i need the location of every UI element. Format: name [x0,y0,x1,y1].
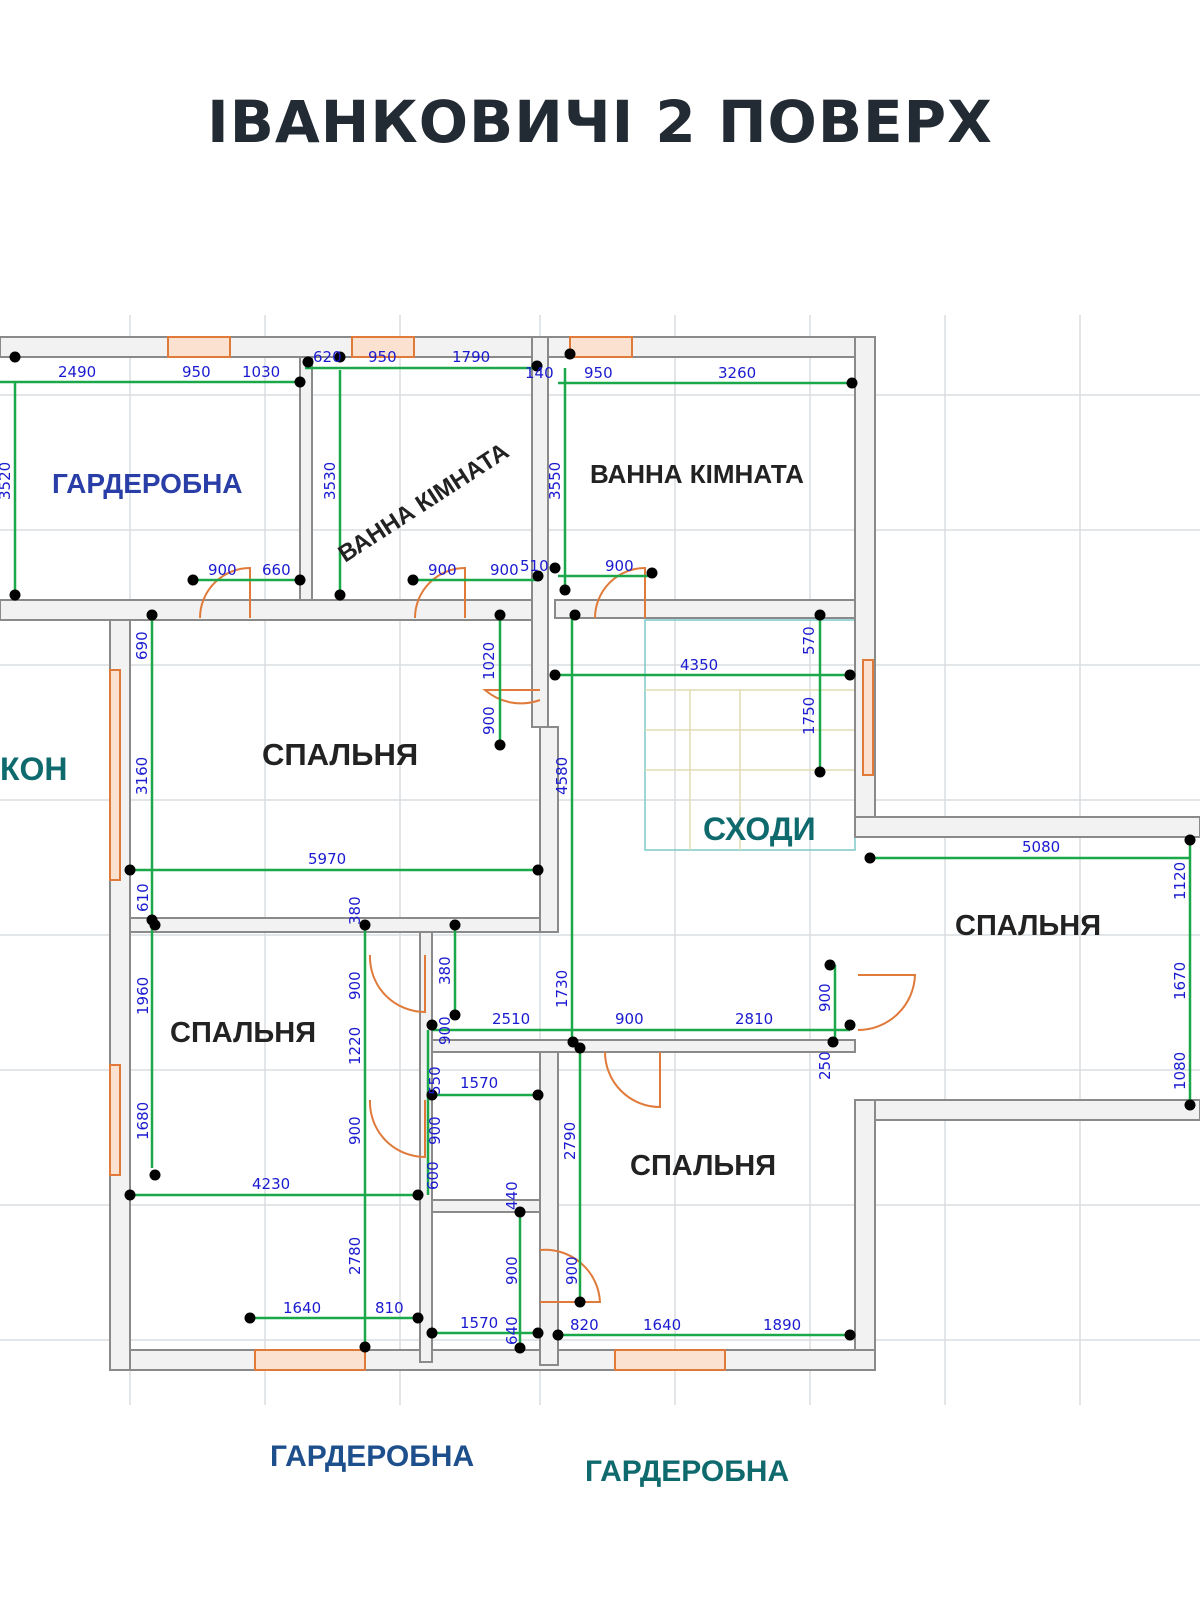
dimension-labels: 2490 950 1030 620 950 1790 140 950 3260 … [0,348,1189,1345]
dim-label: 900 [605,557,634,575]
dim-label: 1640 [643,1316,681,1334]
dim-label: 950 [182,363,211,381]
dim-label: 1220 [346,1027,364,1065]
dim-label: 900 [208,561,237,579]
dim-label: 900 [563,1256,581,1285]
dim-label: 4230 [252,1175,290,1193]
dim-label: 5080 [1022,838,1060,856]
dim-label: 1960 [134,977,152,1015]
dim-label: 2510 [492,1010,530,1028]
dim-label: 2810 [735,1010,773,1028]
page-title: ІВАНКОВИЧІ 2 ПОВЕРХ [207,88,993,156]
dim-label: 1750 [800,697,818,735]
dim-label: 3550 [546,462,564,500]
room-label-bedroom: СПАЛЬНЯ [955,910,1101,942]
background-grid [0,315,1200,1405]
dim-label: 4580 [553,757,571,795]
dimension-points [9,348,1196,1354]
dim-label: 140 [525,364,554,382]
room-label-bedroom: СПАЛЬНЯ [630,1150,776,1182]
dim-label: 900 [816,983,834,1012]
dim-label: 250 [816,1051,834,1080]
dim-label: 1570 [460,1314,498,1332]
dim-label: 820 [570,1316,599,1334]
dim-label: 1890 [763,1316,801,1334]
dim-label: 900 [490,561,519,579]
dim-label: 900 [346,1116,364,1145]
dim-label: 950 [584,364,613,382]
dim-label: 380 [436,956,454,985]
dim-label: 3530 [321,462,339,500]
dim-label: 900 [503,1256,521,1285]
dim-label: 3520 [0,462,14,500]
dim-label: 1680 [134,1102,152,1140]
dim-label: 4350 [680,656,718,674]
dim-label: 810 [375,1299,404,1317]
dim-label: 610 [134,883,152,912]
dim-label: 690 [133,631,151,660]
dim-label: 900 [436,1016,454,1045]
room-label-bathroom: ВАННА КІМНАТА [590,459,804,489]
dim-label: 1030 [242,363,280,381]
dim-label: 570 [800,626,818,655]
dim-label: 2490 [58,363,96,381]
room-labels: ГАРДЕРОБНА ВАННА КІМНАТА ВАННА КІМНАТА К… [0,438,1101,1182]
dim-label: 510 [520,557,549,575]
dim-label: 440 [503,1181,521,1210]
dimension-lines [0,366,1192,1347]
dim-label: 900 [426,1116,444,1145]
room-label-wardrobe: ГАРДЕРОБНА [585,1455,790,1488]
room-label-balcony: КОН [0,751,68,787]
dim-label: 900 [428,561,457,579]
dim-label: 1120 [1171,862,1189,900]
dim-label: 5970 [308,850,346,868]
dim-label: 1570 [460,1074,498,1092]
room-label-bathroom: ВАННА КІМНАТА [334,438,514,568]
room-label-wardrobe: ГАРДЕРОБНА [270,1440,475,1473]
room-label-bedroom: СПАЛЬНЯ [170,1017,316,1049]
dim-label: 660 [262,561,291,579]
dim-label: 1080 [1171,1052,1189,1090]
room-label-bedroom: СПАЛЬНЯ [262,737,418,772]
dim-label: 640 [503,1316,521,1345]
dim-label: 950 [368,348,397,366]
dim-label: 2780 [346,1237,364,1275]
dim-label: 1670 [1171,962,1189,1000]
dim-label: 3260 [718,364,756,382]
dim-label: 1640 [283,1299,321,1317]
dim-label: 2790 [561,1122,579,1160]
room-label-stairs: СХОДИ [703,811,816,847]
dim-label: 3160 [133,757,151,795]
room-label-wardrobe: ГАРДЕРОБНА [52,468,243,499]
dim-label: 1730 [553,970,571,1008]
dim-label: 1020 [480,642,498,680]
dim-label: 900 [480,706,498,735]
dim-label: 620 [313,348,342,366]
dim-label: 380 [346,896,364,925]
dim-label: 600 [424,1161,442,1190]
floor-plan: 2490 950 1030 620 950 1790 140 950 3260 … [0,315,1200,1405]
dim-label: 900 [615,1010,644,1028]
dim-label: 1790 [452,348,490,366]
windows [109,336,874,1371]
dim-label: 900 [346,971,364,1000]
dim-label: 550 [426,1066,444,1095]
